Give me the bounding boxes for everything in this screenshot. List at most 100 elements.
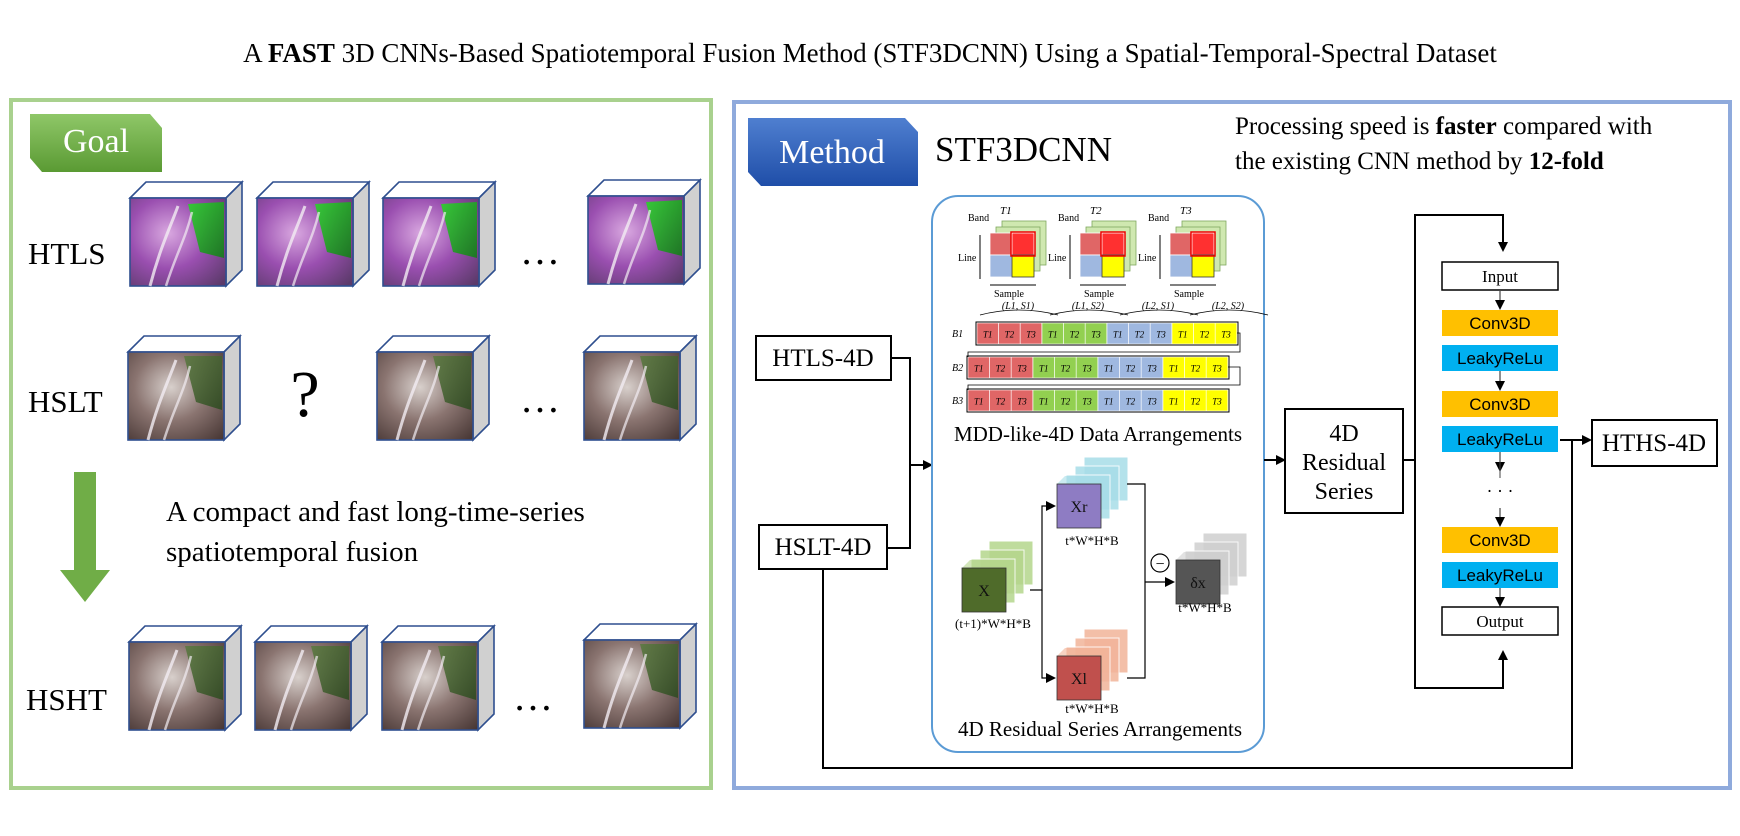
mdd-cell-label: T3	[1156, 330, 1166, 340]
hsht-image-cube-1	[127, 624, 243, 732]
mdd-band-row	[966, 388, 1230, 413]
network-loop-lines	[1403, 214, 1508, 689]
hslt-image-cube-2	[375, 334, 491, 442]
row-label-hsht: HSHT	[26, 682, 107, 717]
row-label-htls: HTLS	[28, 236, 106, 271]
goal-caption-line1: A compact and fast long-time-series	[166, 496, 585, 528]
connector-x-to-xl	[1041, 590, 1056, 683]
goal-badge	[30, 114, 162, 172]
mdd-time-label: T3	[1180, 205, 1192, 217]
mdd-cell-label: T2	[1191, 397, 1201, 407]
mdd-axis-band: Band	[968, 213, 989, 224]
method-name: STF3DCNN	[935, 130, 1112, 169]
speed-note-line2: the existing CNN method by 12-fold	[1235, 148, 1604, 175]
mdd-cell-label: T2	[1061, 364, 1071, 374]
dims-delta: t*W*H*B	[1178, 600, 1232, 615]
output-box-hths-4d	[1591, 419, 1718, 467]
dims-xr: t*W*H*B	[1065, 533, 1119, 548]
mdd-cell-label: T1	[1178, 330, 1188, 340]
conv3d-layer-label: Conv3D	[1469, 314, 1530, 333]
mdd-axis-line: Line	[1138, 253, 1157, 264]
mdd-cell-label: T1	[1169, 364, 1179, 374]
mdd-band-row	[966, 355, 1230, 380]
figure-title: A FAST 3D CNNs-Based Spatiotemporal Fusi…	[243, 38, 1497, 68]
mdd-cell	[1214, 322, 1238, 345]
speed-note-line1: Processing speed is faster compared with	[1235, 113, 1653, 140]
connector-x-to-xr	[1030, 501, 1056, 591]
missing-question-mark: ?	[290, 358, 319, 431]
input-label-htls-4d: HTLS-4D	[772, 345, 873, 372]
mdd-axis-sample: Sample	[1174, 289, 1205, 300]
mdd-cell-label: T3	[1026, 330, 1036, 340]
method-badge	[748, 118, 918, 186]
network-stack: InputConv3DLeakyReLuConv3DLeakyReLuConv3…	[1441, 261, 1559, 636]
mdd-cell-label: T1	[1104, 397, 1114, 407]
mdd-cell-label: T3	[1212, 364, 1222, 374]
residual-cube-label: δx	[1190, 575, 1206, 592]
mdd-row-connector	[967, 332, 1241, 357]
speed-line1-post: compared with	[1497, 113, 1653, 140]
mdd-cell	[1205, 389, 1229, 412]
title-rest: 3D CNNs-Based Spatiotemporal Fusion Meth…	[335, 38, 1497, 68]
leakyrelu-layer-label: LeakyReLu	[1457, 566, 1543, 585]
network-input-label: Input	[1482, 267, 1518, 286]
network-input: Input	[1441, 261, 1559, 291]
mdd-cell-label: T2	[1061, 397, 1071, 407]
mdd-axis-band: Band	[1148, 213, 1169, 224]
mdd-cell-label: T1	[1113, 330, 1123, 340]
mdd-axis-sample: Sample	[1084, 289, 1115, 300]
mdd-time-label: T2	[1090, 205, 1102, 217]
mdd-cell-label: T3	[1147, 364, 1157, 374]
mdd-position-brace	[1049, 309, 1129, 316]
leakyrelu-layer-label: LeakyReLu	[1457, 430, 1543, 449]
minus-sign: −	[1155, 556, 1164, 573]
mdd-cell-label: T1	[1048, 330, 1058, 340]
conv3d-layer: Conv3D	[1442, 310, 1558, 336]
method-badge-label: Method	[779, 134, 885, 171]
connector-subtract-bracket	[1127, 483, 1146, 679]
mdd-cell-label: T2	[1135, 330, 1145, 340]
minus-circle-icon	[1150, 553, 1170, 573]
mdd-cell-label: T3	[1017, 364, 1027, 374]
residual-cube-label: Xr	[1071, 499, 1089, 516]
hslt-image-cube-last	[582, 334, 698, 442]
cube-xr: Xr	[1056, 456, 1129, 529]
residual-series-line3: Series	[1315, 479, 1374, 505]
ellipsis-hslt: …	[520, 376, 560, 421]
mdd-axis-sample: Sample	[994, 289, 1025, 300]
mdd-cell-label: T2	[1191, 364, 1201, 374]
title-bold: FAST	[268, 38, 335, 68]
mdd-cell-label: T3	[1147, 397, 1157, 407]
mdd-cell-label: T1	[974, 364, 984, 374]
htls-image-cube-2	[255, 180, 371, 288]
mdd-cell-label: T3	[1212, 397, 1222, 407]
conv3d-layer-label: Conv3D	[1469, 531, 1530, 550]
mdd-cell-label: T1	[1104, 364, 1114, 374]
hsht-image-cube-2	[253, 624, 369, 732]
mdd-cell-label: T1	[1039, 364, 1049, 374]
ellipsis-hsht: …	[513, 674, 553, 719]
mdd-cell-label: T1	[983, 330, 993, 340]
mdd-row-connector	[967, 366, 1241, 390]
leakyrelu-layer-label: LeakyReLu	[1457, 349, 1543, 368]
mdd-position-label: (L1, S2)	[1072, 301, 1105, 312]
cube-x: X	[961, 540, 1034, 613]
conv3d-layer-label: Conv3D	[1469, 395, 1530, 414]
cube-xl: Xl	[1056, 628, 1129, 701]
mdd-axis-line: Line	[1048, 253, 1067, 264]
mdd-axis-line: Line	[958, 253, 977, 264]
mdd-cell-label: T3	[1082, 397, 1092, 407]
output-label-hths-4d: HTHS-4D	[1602, 430, 1706, 457]
mdd-position-label: (L2, S2)	[1212, 301, 1245, 312]
leakyrelu-layer: LeakyReLu	[1442, 345, 1558, 371]
leakyrelu-layer: LeakyReLu	[1442, 562, 1558, 588]
htls-image-cube-3	[381, 180, 497, 288]
speed-line1-bold: faster	[1436, 113, 1497, 140]
mdd-band-label: B2	[952, 363, 963, 374]
speed-line1-pre: Processing speed is	[1235, 113, 1436, 140]
ellipsis-htls: …	[520, 228, 560, 273]
mdd-position-brace	[979, 309, 1059, 316]
leakyrelu-layer: LeakyReLu	[1442, 426, 1558, 452]
mdd-cell-label: T1	[1039, 397, 1049, 407]
